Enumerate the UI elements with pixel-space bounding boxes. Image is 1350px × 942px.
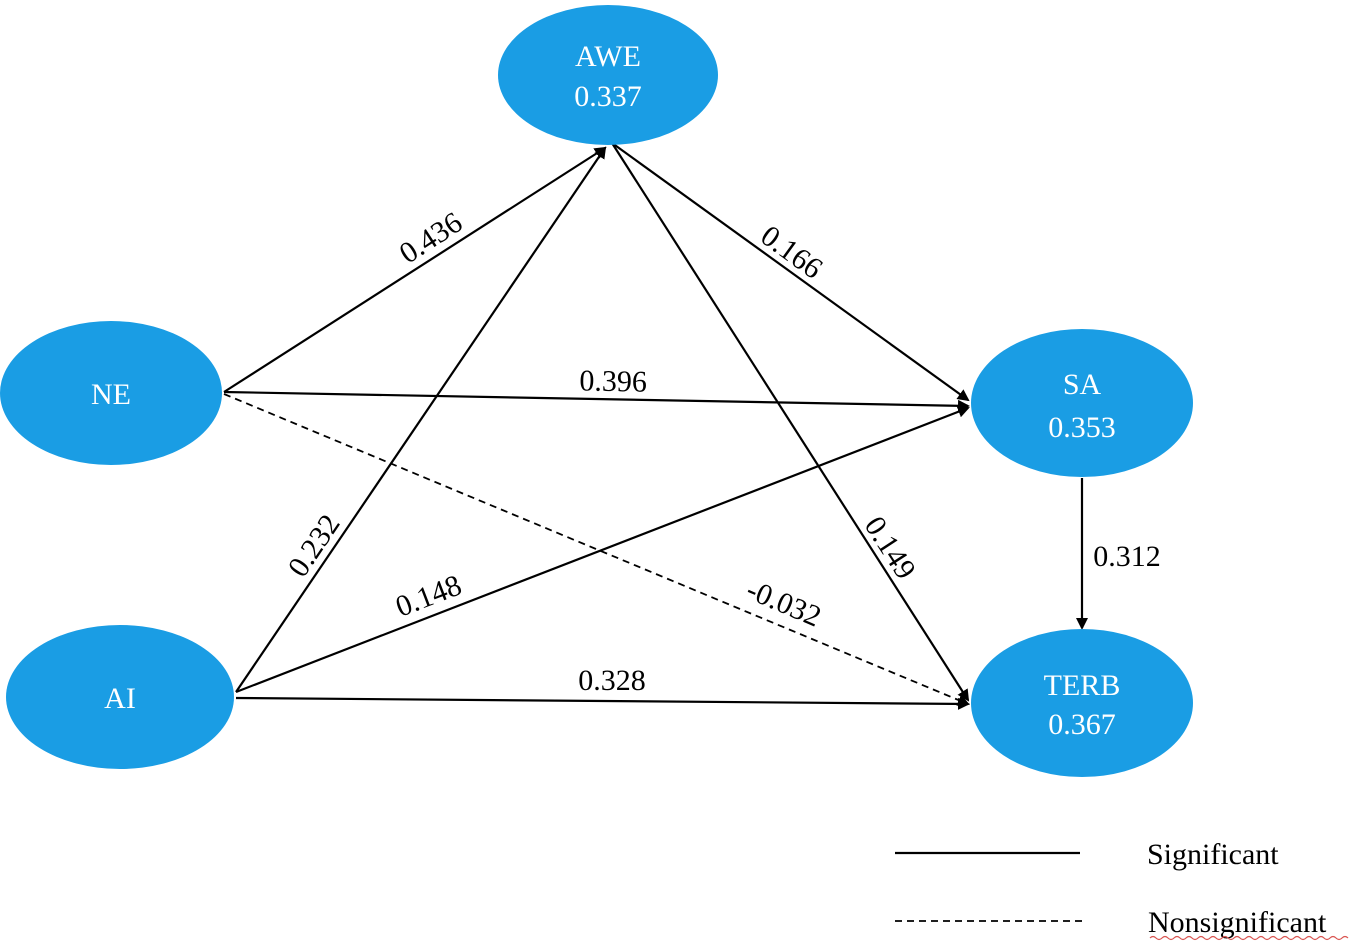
node-awe-shape — [498, 5, 718, 145]
edge-awe-sa — [611, 142, 970, 402]
node-ne: NE — [0, 321, 222, 465]
label-sa-terb: 0.312 — [1093, 540, 1161, 573]
edge-ai-terb — [235, 696, 970, 710]
node-sa: SA 0.353 — [971, 329, 1193, 477]
label-ne-terb: -0.032 — [742, 573, 826, 634]
node-ai-shape — [6, 625, 234, 769]
legend-nonsignificant-label: Nonsignificant — [1148, 906, 1327, 939]
node-awe-value: 0.337 — [574, 80, 642, 113]
node-sa-shape — [971, 329, 1193, 477]
node-terb: TERB 0.367 — [971, 629, 1193, 777]
label-awe-sa: 0.166 — [755, 219, 829, 285]
edge-ne-terb — [223, 393, 970, 706]
node-ne-name: NE — [91, 378, 131, 411]
node-sa-name: SA — [1063, 368, 1102, 401]
label-ne-sa: 0.396 — [579, 364, 647, 398]
edge-ne-awe — [223, 146, 607, 393]
legend: Significant Nonsignificant — [895, 838, 1349, 941]
edge-ai-sa — [235, 406, 970, 694]
label-ai-awe: 0.232 — [282, 508, 347, 582]
label-ai-sa: 0.148 — [391, 569, 466, 624]
edge-ne-sa — [223, 390, 970, 412]
node-awe: AWE 0.337 — [498, 5, 718, 145]
legend-significant-label: Significant — [1147, 838, 1279, 871]
node-ai-name: AI — [104, 682, 136, 715]
node-terb-value: 0.367 — [1048, 708, 1116, 741]
spellcheck-underline — [1149, 935, 1349, 941]
edge-awe-terb — [611, 142, 970, 702]
edges — [223, 142, 1088, 710]
label-awe-terb: 0.149 — [858, 511, 922, 586]
node-terb-shape — [971, 629, 1193, 777]
node-terb-name: TERB — [1044, 669, 1121, 702]
label-ai-terb: 0.328 — [578, 664, 646, 697]
node-ai: AI — [6, 625, 234, 769]
edge-ai-awe — [235, 146, 607, 693]
node-sa-value: 0.353 — [1048, 411, 1116, 444]
node-ne-shape — [0, 321, 222, 465]
node-awe-name: AWE — [575, 40, 641, 73]
